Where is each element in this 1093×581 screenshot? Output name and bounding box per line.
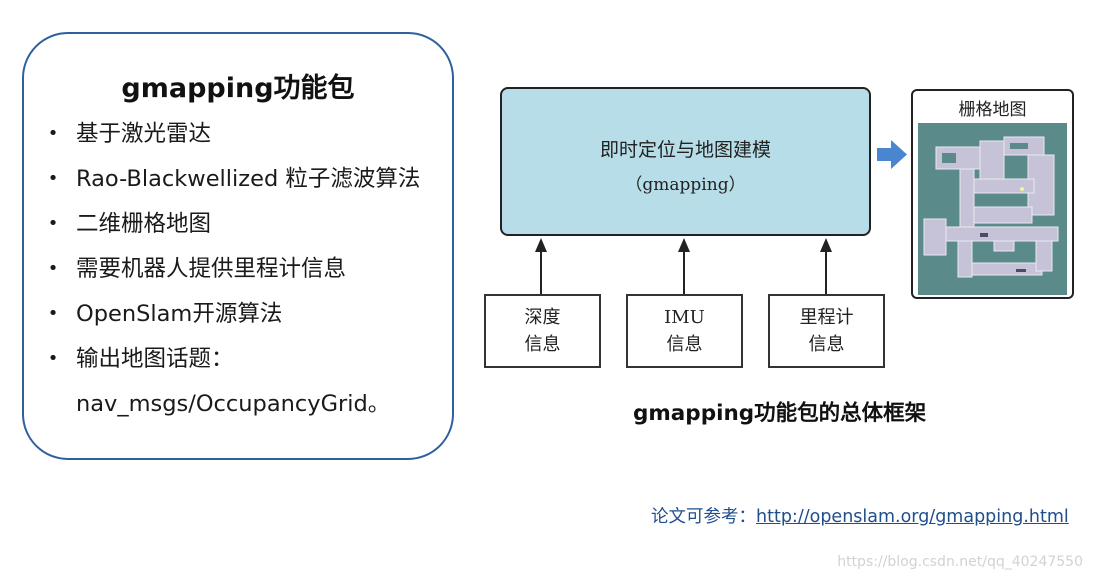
bullet-dot-icon: • (47, 123, 59, 144)
list-item-text: 需要机器人提供里程计信息 (76, 256, 347, 282)
input-box-label: 信息 (808, 334, 845, 355)
input-box-label: 深度 (524, 307, 561, 328)
output-arrow-icon (877, 140, 907, 169)
input-box-label: IMU (664, 307, 705, 328)
card-title: gmapping功能包 (121, 73, 355, 104)
reference-label: 论文可参考： (651, 507, 756, 527)
gmapping-main-box: 即时定位与地图建模 （gmapping） (500, 87, 871, 236)
feature-list: • 基于激光雷达 • Rao-Blackwellized 粒子滤波算法 • 二维栅格地… (44, 116, 421, 431)
bullet-dot-icon: • (47, 348, 59, 369)
diagram-caption: gmapping功能包的总体框架 (633, 401, 927, 426)
list-item: • 输出地图话题： (44, 341, 420, 386)
main-box-title: 即时定位与地图建模 (599, 139, 771, 161)
input-box-depth: 深度 信息 (484, 294, 601, 368)
reference-line: 论文可参考：http://openslam.org/gmapping.html (651, 503, 1069, 528)
bullet-dot-icon: • (47, 258, 59, 279)
list-item: • 二维栅格地图 (44, 206, 420, 251)
list-item: • Rao-Blackwellized 粒子滤波算法 (44, 161, 421, 206)
input-box-label: 里程计 (799, 307, 854, 328)
bullet-dot-icon: • (47, 303, 59, 324)
list-item-text: OpenSlam开源算法 (76, 301, 283, 327)
reference-link[interactable]: http://openslam.org/gmapping.html (756, 507, 1069, 527)
bullet-dot-icon: • (47, 213, 59, 234)
list-item: • OpenSlam开源算法 (44, 296, 420, 341)
watermark: https://blog.csdn.net/qq_40247550 (837, 554, 1083, 570)
bullet-dot-icon: • (47, 168, 59, 189)
list-item-text: Rao-Blackwellized 粒子滤波算法 (76, 166, 421, 192)
list-item: • 基于激光雷达 (44, 116, 420, 161)
list-item: • 需要机器人提供里程计信息 (44, 251, 420, 296)
grid-map-title: 栅格地图 (958, 100, 1027, 120)
list-item-text: 二维栅格地图 (76, 211, 212, 237)
input-box-imu: IMU 信息 (626, 294, 743, 368)
occupancy-grid-image (918, 123, 1067, 295)
list-item-text: 基于激光雷达 (76, 121, 212, 147)
list-item-text: nav_msgs/OccupancyGrid。 (76, 391, 391, 417)
input-arrow (678, 238, 690, 294)
feature-card: gmapping功能包 • 基于激光雷达 • Rao-Blackwellized 粒… (22, 32, 454, 460)
input-box-label: 信息 (524, 334, 561, 355)
input-box-label: 信息 (666, 334, 703, 355)
input-arrow (820, 238, 832, 294)
input-arrow (535, 238, 547, 294)
list-item-continuation: nav_msgs/OccupancyGrid。 (44, 386, 420, 431)
input-box-odometry: 里程计 信息 (768, 294, 885, 368)
main-box-subtitle: （gmapping） (625, 175, 746, 195)
grid-map-box: 栅格地图 (911, 89, 1074, 299)
list-item-text: 输出地图话题： (76, 346, 234, 372)
